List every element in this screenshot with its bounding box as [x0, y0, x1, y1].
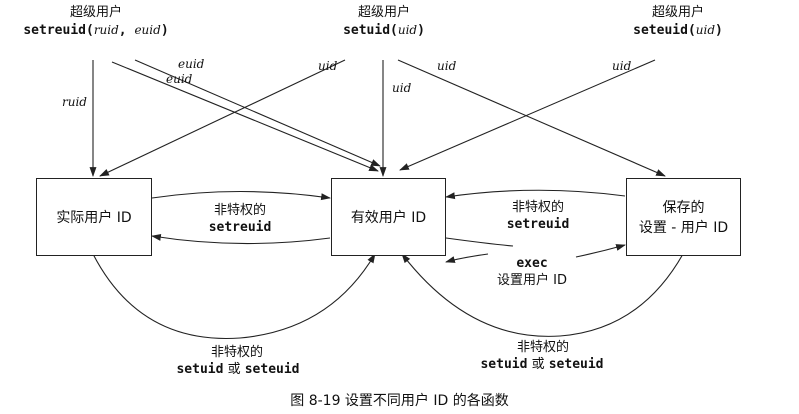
- label-bottom-right-or: 或: [527, 357, 549, 372]
- source-right-paren-open: (: [687, 23, 696, 38]
- label-bottom-left-fn1: setuid: [176, 362, 224, 377]
- label-uid-mid-left: uid: [318, 59, 338, 73]
- box-effective-user-id-label: 有效用户 ID: [350, 210, 427, 226]
- arrow-exec-to-saved: [575, 244, 626, 258]
- label-euid-1: euid: [178, 57, 205, 71]
- label-uid-mid-right: uid: [437, 59, 457, 73]
- arrow-nonpriv-setreuid-bottom-right: [445, 237, 514, 247]
- label-right-setreuid: setreuid: [506, 217, 570, 232]
- source-right-function: seteuid: [633, 23, 688, 38]
- label-right-nonpriv: 非特权的: [511, 200, 564, 215]
- source-left-arg-ruid: ruid: [93, 23, 119, 37]
- arrow-exec-to-effective: [445, 253, 489, 263]
- arrow-nonpriv-setreuid-top-right: [445, 189, 626, 200]
- source-left-signature: setreuid(ruid, euid): [6, 22, 186, 39]
- arrow-bottom-left-arc: [92, 253, 376, 340]
- source-left-paren-close: ): [160, 23, 169, 38]
- arrow-euid-to-effective-2: [134, 59, 381, 167]
- label-bottom-right-functions: setuid 或 seteuid: [452, 357, 632, 373]
- label-left-nonpriv: 非特权的: [213, 203, 266, 218]
- source-middle-signature: setuid(uid): [314, 22, 454, 39]
- source-middle-title: 超级用户: [357, 5, 410, 20]
- source-left-title: 超级用户: [69, 5, 122, 20]
- label-ruid: ruid: [62, 95, 87, 109]
- label-exec: exec: [516, 256, 548, 271]
- source-left-sep: ,: [118, 23, 135, 38]
- source-right-paren-close: ): [715, 23, 723, 38]
- source-middle-paren-close: ): [417, 23, 425, 38]
- source-right-title: 超级用户: [651, 5, 704, 20]
- arrow-uid-to-real: [99, 59, 346, 177]
- label-euid-2: euid: [166, 72, 193, 86]
- label-bottom-right-fn1: setuid: [480, 357, 528, 372]
- arrow-euid-to-effective-1: [111, 61, 379, 172]
- box-effective-user-id: 有效用户 ID: [331, 178, 446, 256]
- arrow-nonpriv-setreuid-bottom-left: [151, 233, 331, 245]
- source-middle-function: setuid: [343, 23, 391, 38]
- label-uid-mid: uid: [392, 81, 412, 95]
- arrow-bottom-right-arc: [401, 253, 684, 337]
- label-uid-right: uid: [612, 59, 632, 73]
- source-middle-paren-open: (: [390, 23, 398, 38]
- label-bottom-right-nonpriv: 非特权的: [516, 340, 569, 355]
- source-right-signature: seteuid(uid): [603, 22, 753, 39]
- box-saved-line2: 设置 - 用户 ID: [638, 220, 729, 236]
- source-left-paren-open: (: [85, 23, 94, 38]
- source-left-arg-euid: euid: [134, 23, 161, 37]
- label-left-setreuid: setreuid: [208, 220, 272, 235]
- arrow-uid-right-to-effective: [399, 59, 656, 171]
- box-real-user-id-label: 实际用户 ID: [56, 210, 132, 226]
- label-bottom-left-nonpriv: 非特权的: [210, 345, 263, 360]
- source-middle-arg-uid: uid: [397, 23, 418, 37]
- source-left-function: setreuid: [23, 23, 86, 38]
- label-bottom-left-fn2: seteuid: [244, 362, 300, 377]
- label-bottom-right-fn2: seteuid: [548, 357, 604, 372]
- source-right-arg-uid: uid: [695, 23, 716, 37]
- arrow-uid-to-saved: [397, 59, 666, 177]
- figure-caption: 图 8-19 设置不同用户 ID 的各函数: [290, 393, 509, 409]
- box-real-user-id: 实际用户 ID: [36, 178, 152, 256]
- label-bottom-left-functions: setuid 或 seteuid: [148, 362, 328, 378]
- label-exec-setuid: 设置用户 ID: [497, 273, 567, 288]
- box-saved-line1: 保存的: [662, 200, 705, 216]
- arrow-nonpriv-setreuid-top-left: [151, 190, 331, 201]
- label-bottom-left-or: 或: [223, 362, 245, 377]
- box-saved-set-user-id: 保存的 设置 - 用户 ID: [626, 178, 741, 256]
